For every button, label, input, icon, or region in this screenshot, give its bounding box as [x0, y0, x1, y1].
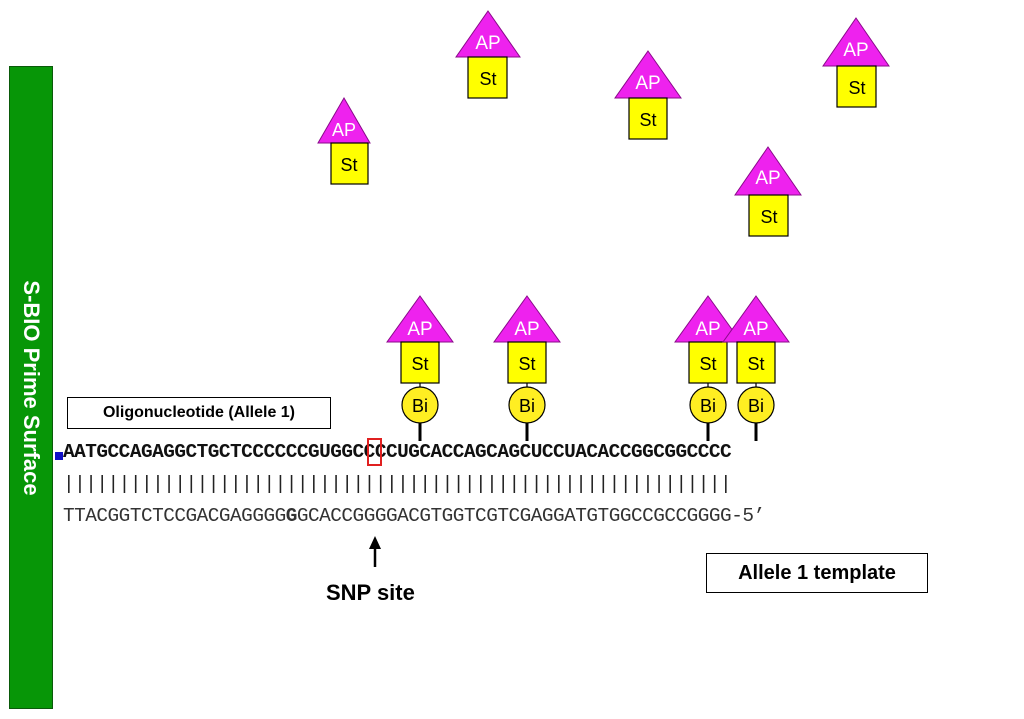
bound-conjugate: AP St Bi [493, 295, 561, 441]
s-bio-prime-surface: S-BIO Prime Surface [9, 66, 53, 709]
snp-site-label: SNP site [326, 580, 415, 605]
ap-label: AP [332, 120, 356, 140]
bi-label: Bi [412, 396, 428, 416]
free-conjugate: AP St [822, 17, 890, 108]
free-conjugate: AP St [614, 50, 682, 140]
template-sequence: TTACGGTCTCCGACGAGGGGGGCACCGGGGACGTGGTCGT… [63, 505, 765, 527]
snp-base: G [285, 505, 298, 527]
ap-label: AP [407, 319, 432, 340]
oligo-sequence: AATGCCAGAGGCTGCTCCCCCCGUGGCCCCUGCACCAGCA… [63, 441, 732, 463]
allele-template-label: Allele 1 template [706, 553, 928, 593]
st-label: St [747, 354, 764, 374]
st-label: St [760, 207, 777, 227]
bi-label: Bi [700, 396, 716, 416]
ap-label: AP [743, 319, 768, 340]
st-label: St [639, 110, 656, 130]
ap-label: AP [475, 33, 500, 54]
free-conjugate: AP St [317, 97, 371, 185]
ap-label: AP [843, 40, 868, 61]
ap-label: AP [514, 319, 539, 340]
snp-highlight-box [367, 438, 382, 466]
surface-anchor-dot [55, 452, 63, 460]
snp-arrow [369, 536, 381, 567]
st-label: St [699, 354, 716, 374]
st-label: St [518, 354, 535, 374]
template-sequence-part: TTACGGTCTCCGACGAGGGG [63, 505, 286, 527]
ap-label: AP [635, 73, 660, 94]
st-label: St [848, 78, 865, 98]
st-label: St [479, 69, 496, 89]
oligonucleotide-label: Oligonucleotide (Allele 1) [67, 397, 331, 429]
template-sequence-part: GCACCGGGGACGTGGTCGTCGAGGATGTGGCCGCCGGGG-… [296, 505, 765, 527]
bound-conjugate: AP St Bi [386, 295, 454, 441]
ap-label: AP [755, 168, 780, 189]
bound-conjugate: AP St Bi [722, 295, 790, 441]
bi-label: Bi [519, 396, 535, 416]
bound-conjugate: AP St Bi [674, 295, 742, 441]
st-label: St [411, 354, 428, 374]
free-conjugate: AP St [455, 10, 521, 99]
free-conjugate: AP St [734, 146, 802, 237]
ap-label: AP [695, 319, 720, 340]
bi-label: Bi [748, 396, 764, 416]
st-label: St [340, 155, 357, 175]
base-pair-lines: ||||||||||||||||||||||||||||||||||||||||… [63, 473, 732, 495]
